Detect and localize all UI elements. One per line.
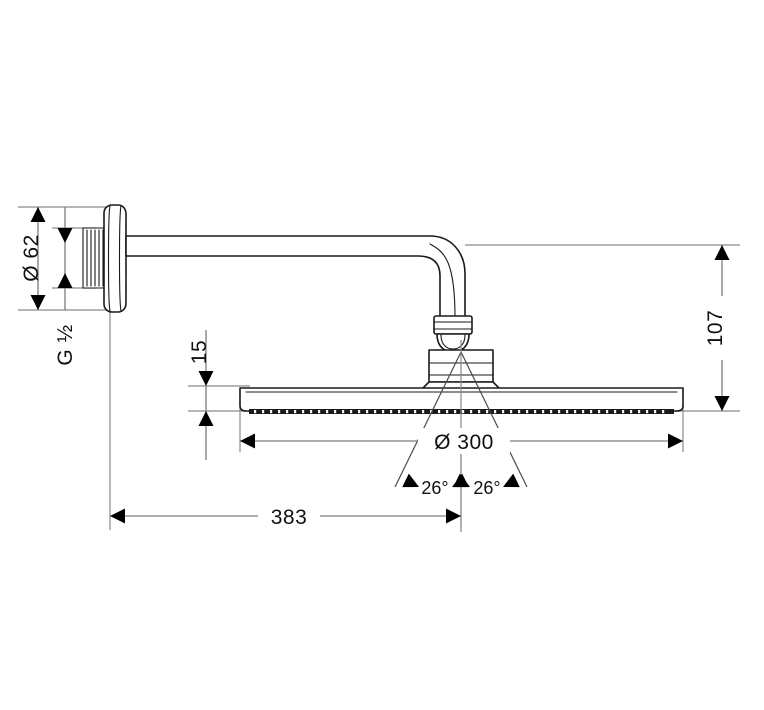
- arm-collar: [433, 315, 473, 335]
- dimension-plate-thickness: 15: [188, 330, 214, 460]
- spray-angle-left-label: 26°: [421, 478, 448, 498]
- thread-nipple: [82, 227, 106, 289]
- dimension-height-drop: 107: [704, 245, 736, 411]
- dimension-flange-diameter: Ø 62: [20, 207, 46, 310]
- dimension-spray-angle-left: 26°: [402, 473, 469, 498]
- flange-diameter-label: Ø 62: [20, 234, 43, 282]
- projection-label: 383: [271, 506, 308, 529]
- dimension-spray-angle-right: 26°: [453, 473, 520, 498]
- arm-tube: [125, 235, 466, 319]
- dimension-thread-size: G ½: [54, 207, 77, 366]
- thread-size-label: G ½: [54, 324, 77, 365]
- dimension-projection: 383: [110, 503, 461, 529]
- dimension-head-diameter: Ø 300: [240, 428, 683, 454]
- wall-flange: [103, 204, 127, 313]
- spray-angle-right-label: 26°: [473, 478, 500, 498]
- height-drop-label: 107: [704, 310, 727, 347]
- plate-thickness-label: 15: [188, 340, 211, 364]
- head-diameter-label: Ø 300: [434, 431, 494, 454]
- shower-arm-assembly: [82, 204, 473, 353]
